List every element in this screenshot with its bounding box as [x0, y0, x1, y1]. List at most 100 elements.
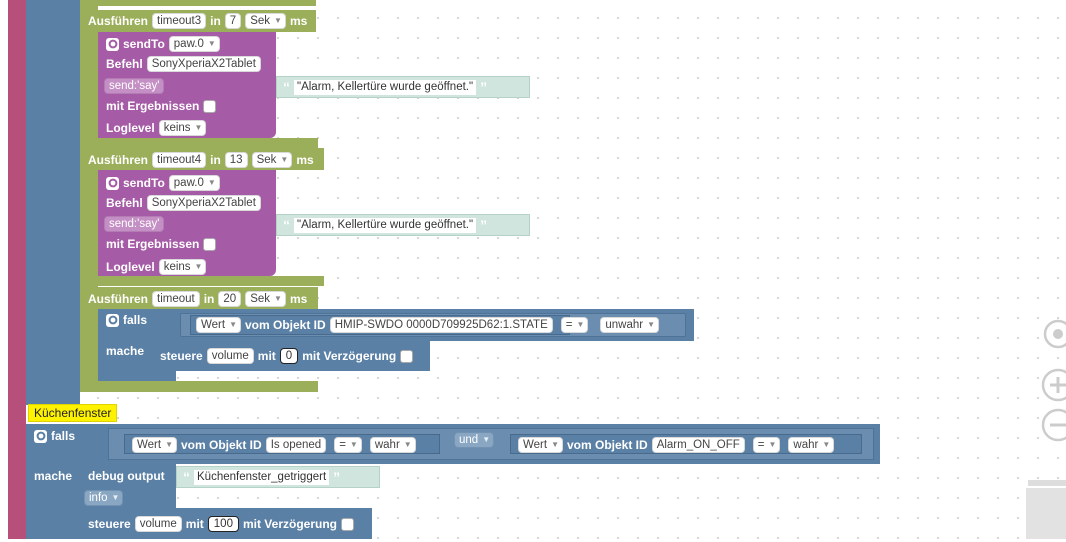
- steuere-1-row: steuere volume mit 0 mit Verzögerung: [160, 348, 414, 364]
- chevron-down-icon: ▼: [822, 440, 831, 449]
- if-2-head: falls: [34, 429, 75, 443]
- sendto-1-results: mit Ergebnissen: [106, 99, 217, 113]
- timeout-name-field[interactable]: timeout3: [152, 13, 207, 29]
- results-label: mit Ergebnissen: [106, 99, 200, 113]
- wert-dropdown[interactable]: Wert▼: [518, 437, 563, 453]
- operator-dropdown[interactable]: =▼: [560, 317, 589, 333]
- loglevel-dropdown[interactable]: keins▼: [158, 120, 207, 136]
- sendto-1-loglevel: Loglevel keins▼: [106, 120, 207, 136]
- debug-level-row: info▼: [84, 490, 124, 506]
- sendto-2-results: mit Ergebnissen: [106, 237, 217, 251]
- timeout-label: Ausführen: [88, 14, 148, 28]
- sendto-2-loglevel: Loglevel keins▼: [106, 259, 207, 275]
- in-label: in: [210, 14, 221, 28]
- sendto-1-head: sendTo paw.0▼: [106, 36, 220, 52]
- ms-label: ms: [289, 14, 308, 28]
- ms-label: ms: [296, 153, 314, 167]
- recenter-icon[interactable]: [1042, 316, 1066, 352]
- gear-icon[interactable]: [106, 176, 119, 190]
- number-field[interactable]: 100: [207, 516, 239, 532]
- vom-objekt-label: vom Objekt ID: [245, 318, 326, 332]
- befehl-label: Befehl: [106, 196, 143, 210]
- timeout-name-field[interactable]: timeout4: [152, 152, 207, 168]
- open-quote-icon: “: [283, 217, 290, 233]
- delay-field[interactable]: 20: [218, 291, 242, 307]
- vom-objekt-label: vom Objekt ID: [181, 438, 262, 452]
- chevron-down-icon: ▼: [111, 493, 120, 502]
- sendto-label: sendTo: [123, 37, 165, 51]
- timeout-stack-bg: [80, 0, 98, 392]
- verzoegerung-checkbox[interactable]: [340, 517, 354, 531]
- loglevel-label: Loglevel: [106, 260, 155, 274]
- number-field[interactable]: 0: [279, 348, 299, 364]
- gear-icon[interactable]: [106, 37, 119, 51]
- chevron-down-icon: ▼: [207, 39, 216, 48]
- zoom-in-icon[interactable]: [1038, 367, 1066, 403]
- value-dropdown[interactable]: wahr▼: [788, 437, 835, 453]
- variable-field[interactable]: volume: [134, 516, 182, 532]
- chevron-down-icon: ▼: [551, 440, 559, 449]
- results-checkbox[interactable]: [203, 99, 217, 113]
- chevron-down-icon: ▼: [482, 435, 491, 444]
- timeout-name-field[interactable]: timeout: [152, 291, 200, 307]
- chevron-down-icon: ▼: [229, 320, 237, 329]
- delay-field[interactable]: 7: [224, 13, 242, 29]
- if-block-1-bottom: [98, 371, 176, 381]
- if-1-head: falls: [106, 313, 147, 327]
- falls-label: falls: [123, 313, 148, 327]
- value-dropdown[interactable]: wahr▼: [369, 437, 416, 453]
- debug-output-label: debug output: [88, 469, 165, 483]
- steuere-label: steuere: [160, 349, 203, 363]
- timeout-bottom: [98, 381, 318, 392]
- chevron-down-icon: ▼: [274, 16, 282, 25]
- variable-field[interactable]: volume: [206, 348, 254, 364]
- outer-blue-stack[interactable]: [26, 0, 80, 405]
- sendto-2-cmd: Befehl SonyXperiaX2Tablet: [106, 195, 261, 211]
- loglevel-dropdown[interactable]: keins▼: [158, 259, 207, 275]
- text-block-2[interactable]: “ "Alarm, Kellertüre wurde geöffnet." ”: [276, 214, 530, 236]
- results-checkbox[interactable]: [203, 237, 217, 251]
- unit-dropdown[interactable]: Sek▼: [251, 152, 293, 168]
- instance-dropdown[interactable]: paw.0▼: [168, 36, 220, 52]
- unit-dropdown[interactable]: Sek▼: [245, 13, 286, 29]
- sendto-label: sendTo: [123, 176, 165, 190]
- close-quote-icon: ”: [480, 79, 488, 95]
- operator-dropdown[interactable]: =▼: [334, 437, 362, 453]
- steuere-2-row: steuere volume mit 100 mit Verzögerung: [88, 516, 354, 532]
- zoom-out-icon[interactable]: [1038, 407, 1066, 443]
- command-field[interactable]: SonyXperiaX2Tablet: [146, 195, 261, 211]
- open-quote-icon: “: [283, 79, 290, 95]
- instance-dropdown[interactable]: paw.0▼: [168, 175, 220, 191]
- object-id-field[interactable]: HMIP-SWDO 0000D709925D62:1.STATE: [329, 317, 553, 333]
- trash-icon[interactable]: [1022, 478, 1066, 539]
- text-block-1[interactable]: “ "Alarm, Kellertüre wurde geöffnet." ”: [276, 76, 530, 98]
- command-field[interactable]: SonyXperiaX2Tablet: [146, 56, 261, 72]
- logic-operator-dropdown[interactable]: und▼: [454, 432, 495, 448]
- delay-field[interactable]: 13: [224, 152, 248, 168]
- gear-icon[interactable]: [34, 429, 47, 443]
- send-param-field[interactable]: send:'say': [104, 216, 165, 232]
- object-id-field[interactable]: Alarm_ON_OFF: [651, 437, 745, 453]
- wert-dropdown[interactable]: Wert▼: [196, 317, 241, 333]
- gear-icon[interactable]: [106, 313, 119, 327]
- object-id-field[interactable]: Is opened: [265, 437, 327, 453]
- operator-dropdown[interactable]: =▼: [752, 437, 781, 453]
- text-field[interactable]: Küchenfenster_getriggert: [194, 469, 330, 485]
- value-dropdown[interactable]: unwahr▼: [600, 317, 660, 333]
- mache-label: mache: [106, 344, 145, 358]
- chevron-down-icon: ▼: [165, 440, 173, 449]
- text-field[interactable]: "Alarm, Kellertüre wurde geöffnet.": [294, 217, 477, 233]
- outer-event-block[interactable]: [8, 0, 26, 539]
- chevron-down-icon: ▼: [768, 440, 777, 449]
- debug-text-block[interactable]: “ Küchenfenster_getriggert ”: [176, 466, 380, 488]
- send-param-field[interactable]: send:'say': [104, 78, 165, 94]
- debug-level-dropdown[interactable]: info▼: [84, 490, 124, 506]
- falls-label: falls: [51, 429, 76, 443]
- comment-bubble[interactable]: Küchenfenster: [28, 404, 118, 422]
- text-field[interactable]: "Alarm, Kellertüre wurde geöffnet.": [294, 79, 477, 95]
- ms-label: ms: [289, 292, 308, 306]
- wert-dropdown[interactable]: Wert▼: [132, 437, 177, 453]
- top-tail: [80, 0, 316, 6]
- verzoegerung-checkbox[interactable]: [400, 349, 414, 363]
- unit-dropdown[interactable]: Sek▼: [245, 291, 286, 307]
